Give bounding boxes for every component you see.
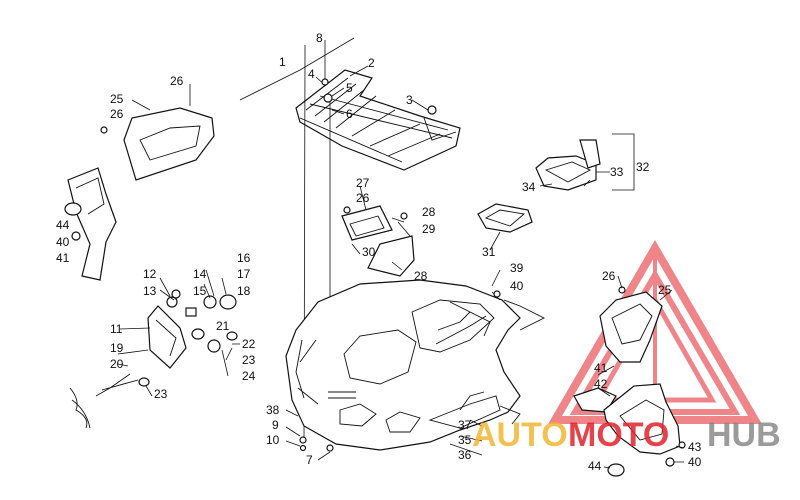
watermark-text: AUTO MOTO HUB xyxy=(472,416,781,454)
headlight-assembly xyxy=(69,269,240,429)
callout-33: 33 xyxy=(610,165,624,179)
callout-7: 7 xyxy=(306,453,313,467)
watermark-auto: AUTO xyxy=(472,416,568,454)
callout-26c: 26 xyxy=(356,191,370,205)
callout-15: 15 xyxy=(193,284,207,298)
callout-41b: 41 xyxy=(594,361,608,375)
callout-13: 13 xyxy=(143,284,157,298)
right-side-panel xyxy=(573,275,686,477)
right-access-cover xyxy=(477,203,533,251)
callout-3: 3 xyxy=(406,93,413,107)
center-access-panel xyxy=(341,185,415,277)
callout-26a: 26 xyxy=(170,74,184,88)
callout-18: 18 xyxy=(237,284,251,298)
callout-9: 9 xyxy=(272,418,279,432)
callout-5: 5 xyxy=(346,81,353,95)
callout-10: 10 xyxy=(266,433,280,447)
callout-19: 19 xyxy=(110,341,124,355)
watermark-hub: HUB xyxy=(707,416,781,454)
callout-6: 6 xyxy=(346,107,353,121)
front-rack xyxy=(295,69,461,171)
callout-37: 37 xyxy=(458,418,472,432)
callout-44a: 44 xyxy=(56,218,70,232)
callout-1: 1 xyxy=(279,55,286,69)
callout-25a: 25 xyxy=(110,92,124,106)
left-side-panel xyxy=(100,84,215,181)
callout-8: 8 xyxy=(316,31,323,45)
callout-26b: 26 xyxy=(110,107,124,121)
callout-labels: 1 2 3 4 5 6 7 8 9 10 11 12 13 14 15 16 1… xyxy=(56,31,702,473)
callout-40a: 40 xyxy=(510,279,524,293)
callout-40b: 40 xyxy=(56,235,70,249)
callout-42: 42 xyxy=(594,377,608,391)
callout-2: 2 xyxy=(368,56,375,70)
callout-30: 30 xyxy=(362,245,376,259)
callout-12: 12 xyxy=(143,267,157,281)
callout-28b: 28 xyxy=(414,269,428,283)
callout-26d: 26 xyxy=(602,269,616,283)
callout-16: 16 xyxy=(237,251,251,265)
watermark-moto: MOTO xyxy=(568,416,669,454)
left-splash-guard xyxy=(64,167,117,281)
leader-lines-body xyxy=(285,269,501,461)
callout-40c: 40 xyxy=(688,455,702,469)
callout-4: 4 xyxy=(308,67,315,81)
callout-34: 34 xyxy=(522,180,536,194)
callout-23b: 23 xyxy=(154,387,168,401)
callout-41a: 41 xyxy=(56,251,70,265)
vent-hood-assembly xyxy=(535,133,635,191)
callout-27: 27 xyxy=(356,176,370,190)
callout-28a: 28 xyxy=(422,205,436,219)
callout-36: 36 xyxy=(458,448,472,462)
callout-21: 21 xyxy=(216,319,230,333)
callout-31: 31 xyxy=(482,245,496,259)
callout-38: 38 xyxy=(266,403,280,417)
callout-25b: 25 xyxy=(658,283,672,297)
front-fender-body xyxy=(285,279,546,451)
callout-23a: 23 xyxy=(242,353,256,367)
callout-39: 39 xyxy=(510,261,524,275)
callout-29: 29 xyxy=(422,222,436,236)
callout-35: 35 xyxy=(458,433,472,447)
callout-24: 24 xyxy=(242,369,256,383)
callout-44b: 44 xyxy=(588,459,602,473)
callout-22: 22 xyxy=(242,337,256,351)
callout-20: 20 xyxy=(110,357,124,371)
callout-32: 32 xyxy=(636,160,650,174)
callout-43: 43 xyxy=(688,440,702,454)
callout-14: 14 xyxy=(193,267,207,281)
callout-17: 17 xyxy=(237,267,251,281)
callout-11: 11 xyxy=(110,322,123,336)
